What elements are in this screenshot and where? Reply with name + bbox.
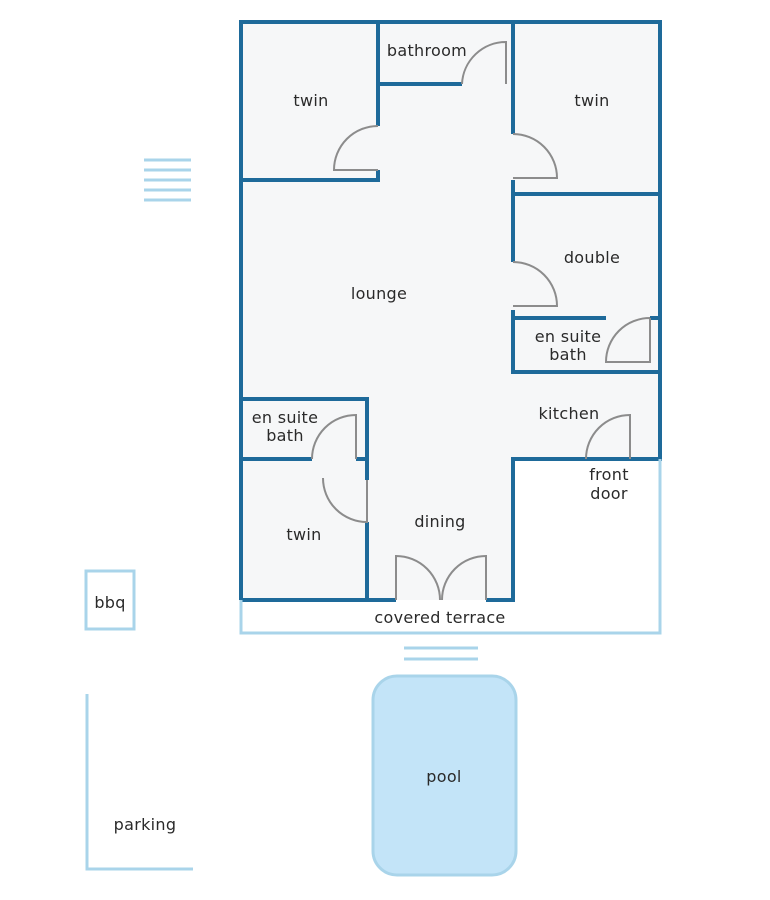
door-ensuite-left bbox=[311, 413, 357, 460]
label-front-door-2: door bbox=[590, 484, 628, 503]
pool-shape bbox=[371, 674, 518, 877]
label-double: double bbox=[564, 248, 620, 267]
label-twin-bottom-left: twin bbox=[286, 525, 321, 544]
bbq-shape bbox=[84, 569, 136, 631]
label-kitchen: kitchen bbox=[538, 404, 599, 423]
label-twin-top-left: twin bbox=[293, 91, 328, 110]
terrace-door-right bbox=[441, 554, 487, 601]
label-ensuite-right-2: bath bbox=[549, 345, 587, 364]
labels: bathroom twin twin double lounge en suit… bbox=[94, 41, 628, 834]
floor-area bbox=[241, 22, 660, 600]
label-bbq: bbq bbox=[94, 593, 125, 612]
label-bathroom: bathroom bbox=[387, 41, 467, 60]
terrace-outline bbox=[239, 459, 662, 635]
door-twin-bottom-left bbox=[322, 477, 368, 524]
label-pool: pool bbox=[426, 767, 461, 786]
steps-left bbox=[144, 158, 191, 202]
label-ensuite-left-2: bath bbox=[266, 426, 304, 445]
terrace-door-left bbox=[395, 554, 441, 601]
door-bathroom bbox=[461, 40, 507, 85]
outdoor-elements bbox=[84, 158, 662, 877]
label-parking: parking bbox=[114, 815, 177, 834]
door-double bbox=[512, 261, 559, 307]
pool-steps bbox=[404, 646, 478, 661]
label-ensuite-right-1: en suite bbox=[535, 327, 602, 346]
door-twin-top-right bbox=[512, 133, 559, 179]
label-dining: dining bbox=[414, 512, 465, 531]
label-front-door-1: front bbox=[589, 465, 629, 484]
door-swings bbox=[311, 40, 651, 601]
label-lounge: lounge bbox=[351, 284, 407, 303]
door-twin-top-left bbox=[332, 125, 379, 171]
interior-walls bbox=[241, 22, 660, 600]
label-twin-top-right: twin bbox=[574, 91, 609, 110]
label-ensuite-left-1: en suite bbox=[252, 408, 319, 427]
front-door-swing bbox=[585, 413, 631, 460]
label-covered-terrace: covered terrace bbox=[374, 608, 505, 627]
door-ensuite-right bbox=[604, 317, 651, 363]
parking-outline bbox=[85, 694, 193, 871]
